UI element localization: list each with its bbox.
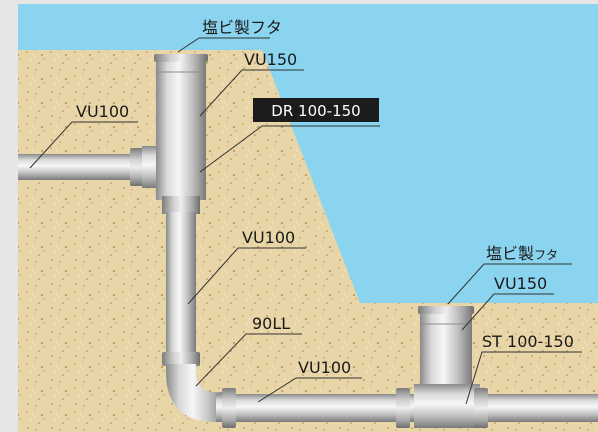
reducer-joint [162,196,200,214]
label-cap-right-small: フタ [534,248,558,262]
label-vu100-left: VU100 [76,102,129,121]
label-vu150-top: VU150 [244,50,297,69]
water-area [18,4,598,303]
joint [162,352,200,366]
label-cap-right-main: 塩ビ製 [486,244,534,263]
pipe-vu100-vertical [166,212,196,362]
pipe-vu100-horizontal [18,154,144,180]
joint [474,388,488,428]
joint [396,388,410,428]
label-cap-top: 塩ビ製フタ [202,18,282,37]
label-st: ST 100-150 [482,332,574,351]
label-cap-right: 塩ビ製フタ [486,244,558,263]
pipe-vu150-vertical [156,54,206,200]
left-pipe-assembly [18,54,226,422]
elbow-90ll [166,364,226,422]
label-vu150-right: VU150 [494,274,547,293]
pvc-cap-right [418,306,474,314]
label-dr-background [253,98,379,122]
socket-tee [414,384,480,428]
bottom-pipe-assembly [216,306,598,428]
label-dr: DR 100-150 [271,102,360,120]
label-vu100-mid: VU100 [242,228,295,247]
label-90ll: 90LL [252,314,290,333]
leader-lines [29,37,582,405]
label-vu100-bottom: VU100 [298,358,351,377]
joint [222,388,236,428]
pvc-cap [154,54,208,62]
